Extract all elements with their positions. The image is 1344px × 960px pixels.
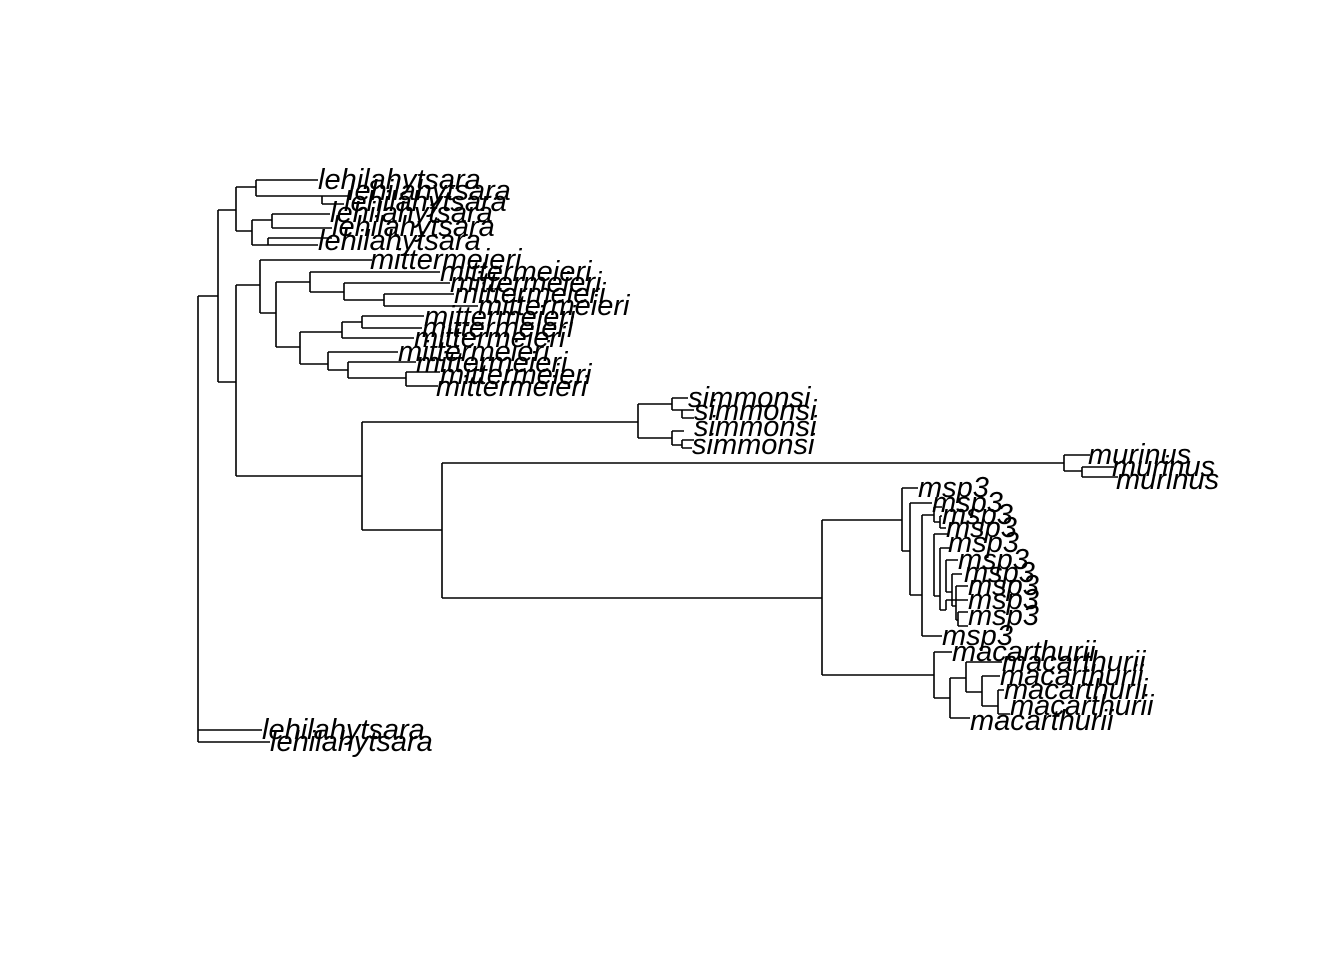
tip-label: murinus (1088, 439, 1191, 471)
tip-label: lehilahytsara (348, 175, 511, 207)
tip-label: mittermeieri (450, 267, 603, 299)
tip-label: msp3 (942, 620, 1013, 652)
tip-label: msp3 (968, 600, 1039, 632)
tip-label: macarthurii (970, 705, 1115, 737)
tip-label: mittermeieri (370, 244, 523, 276)
tip-label: lehilahytsara (318, 225, 481, 257)
tip-label: mittermeieri (440, 256, 593, 288)
tip-label: lehilahytsara (344, 186, 507, 218)
tree-branches (197, 179, 1118, 743)
tip-label: msp3 (942, 499, 1013, 531)
tip-label: macarthurii (1004, 674, 1149, 706)
tip-label: mittermeieri (422, 312, 575, 344)
tip-label: mittermeieri (414, 322, 567, 354)
tip-label: macarthurii (1010, 690, 1155, 722)
tip-label: lehilahytsara (262, 714, 425, 746)
tip-label: macarthurii (952, 636, 1097, 668)
tip-label: msp3 (932, 487, 1003, 519)
tip-label: msp3 (948, 527, 1019, 559)
tip-label: msp3 (968, 570, 1039, 602)
tip-label: mittermeieri (436, 371, 589, 403)
tip-label: mittermeieri (424, 301, 577, 333)
tip-label: lehilahytsara (270, 726, 433, 758)
tip-label: murinus (1112, 451, 1215, 483)
tip-label: lehilahytsara (332, 211, 495, 243)
tip-label: mittermeieri (440, 359, 593, 391)
tip-label: murinus (1116, 464, 1219, 496)
tip-label: lehilahytsara (330, 197, 493, 229)
tip-labels: lehilahytsara lehilahytsara lehilahytsar… (262, 164, 1219, 758)
tip-label: simmonsi (694, 411, 818, 443)
tip-label: macarthurii (1000, 660, 1145, 692)
tip-label: mittermeieri (478, 290, 631, 322)
tip-label: mittermeieri (416, 347, 569, 379)
tip-label: msp3 (958, 544, 1029, 576)
tip-label: msp3 (964, 557, 1035, 589)
tip-label: simmonsi (694, 395, 818, 427)
tip-label: lehilahytsara (318, 164, 481, 196)
tip-label: msp3 (968, 584, 1039, 616)
tip-label: msp3 (918, 472, 989, 504)
tip-label: msp3 (946, 512, 1017, 544)
tip-label: mittermeieri (454, 278, 607, 310)
tip-label: simmonsi (688, 382, 812, 414)
tip-label: simmonsi (692, 429, 816, 461)
tip-label: macarthurii (1002, 646, 1147, 678)
tip-label: mittermeieri (398, 336, 551, 368)
